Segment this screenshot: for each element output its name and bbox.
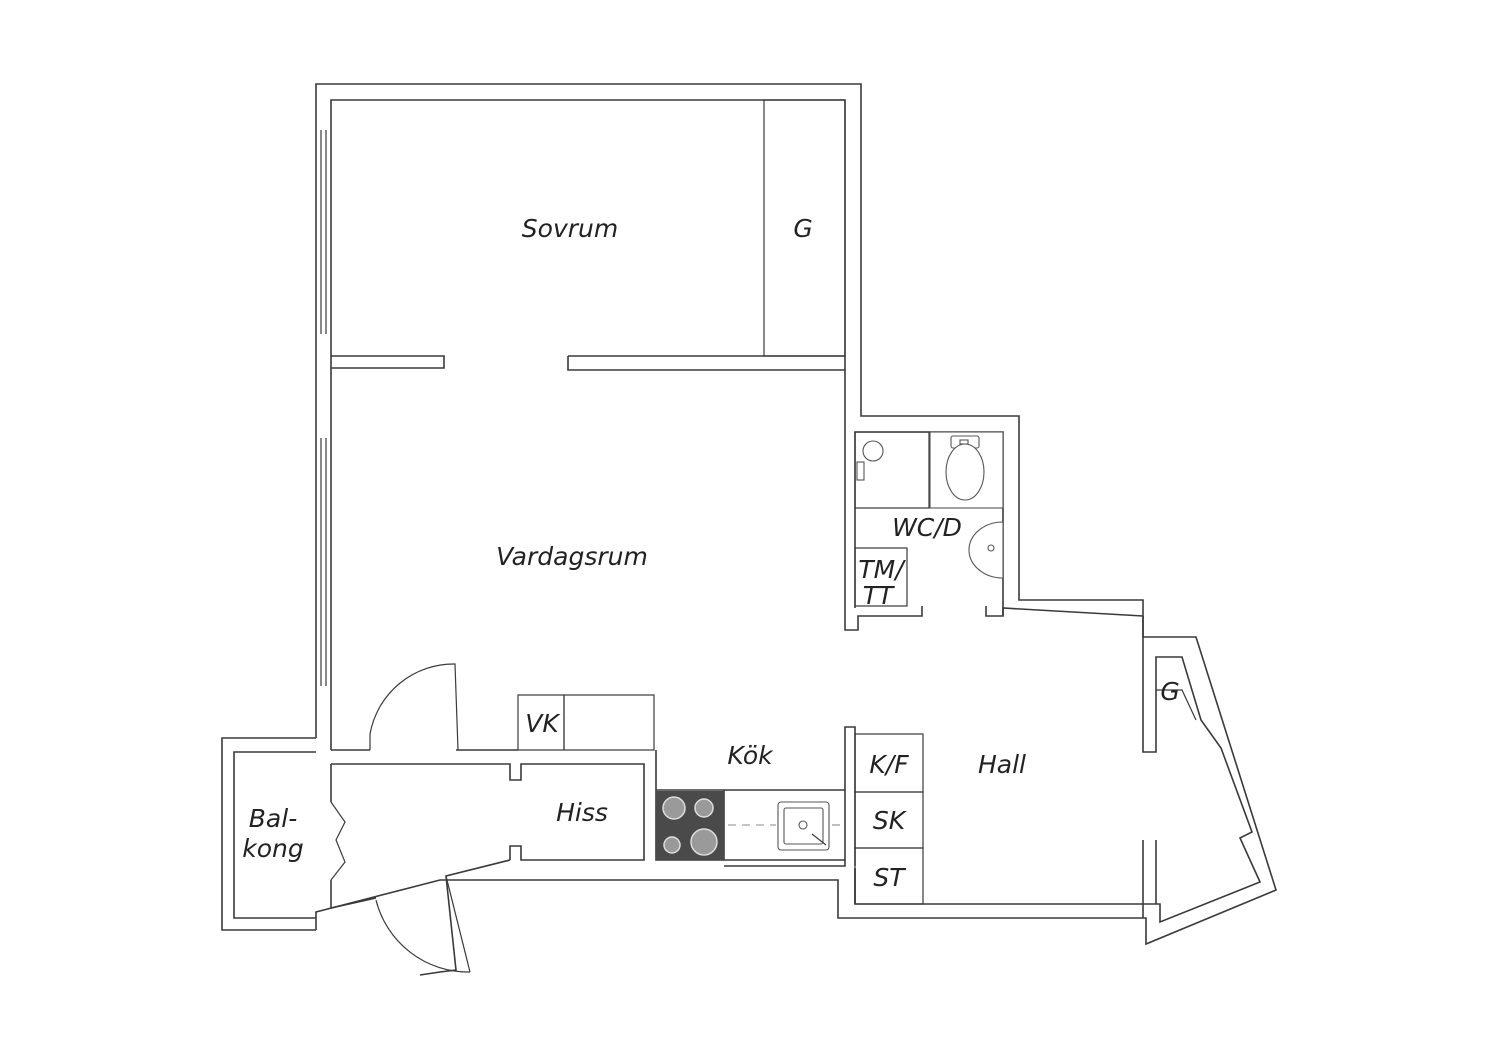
label-vardagsrum: Vardagsrum: [496, 542, 648, 571]
label-garderob-top: G: [793, 214, 812, 243]
hall-closet: [1156, 689, 1197, 721]
balcony: [221, 737, 316, 931]
label-tm-2: TT: [863, 581, 895, 610]
label-wc: WC/D: [892, 513, 962, 542]
stove-burner: [694, 798, 714, 818]
label-balkong-2: kong: [242, 834, 304, 863]
label-kok: Kök: [727, 741, 774, 770]
stove-burner: [662, 796, 686, 820]
bathroom: [854, 431, 1004, 607]
bedroom-partition: [331, 99, 846, 371]
stove-burner: [690, 828, 718, 856]
entrance-area: [330, 663, 645, 976]
label-garderob-hall: G: [1160, 677, 1179, 706]
label-balkong-1: Bal-: [249, 804, 297, 833]
label-sovrum: Sovrum: [522, 214, 618, 243]
west-windows: [320, 130, 327, 686]
label-tm-1: TM/: [858, 555, 906, 584]
kitchen: [517, 694, 924, 905]
label-st: ST: [873, 863, 906, 892]
stove-burner: [663, 836, 681, 854]
label-sk: SK: [873, 806, 908, 835]
label-vk: VK: [525, 709, 561, 738]
label-hiss: Hiss: [556, 798, 608, 827]
label-hall: Hall: [978, 750, 1026, 779]
label-kf: K/F: [869, 750, 909, 779]
room-labels: Sovrum G Vardagsrum WC/D TM/ TT VK Kök H…: [242, 214, 1179, 892]
